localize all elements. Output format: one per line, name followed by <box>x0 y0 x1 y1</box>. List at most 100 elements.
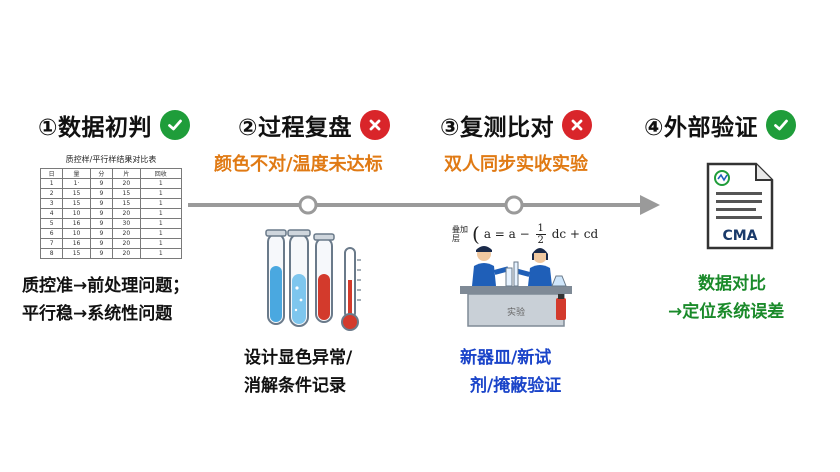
table-cell: 6 <box>39 228 64 239</box>
formula-label: 叠加 层 <box>452 225 468 243</box>
step-2-description: 设计显色异常/ 消解条件记录 <box>244 344 352 400</box>
step-1-description: 质控准→前处理问题； 平行稳→系统性问题 <box>22 272 189 328</box>
table-cell: 8 <box>39 248 64 259</box>
table-header-row: 日 量 分 片 回收 <box>39 168 183 179</box>
table-header: 量 <box>62 168 91 179</box>
table-cell: 1 <box>139 198 183 209</box>
table-header: 日 <box>39 168 64 179</box>
check-icon <box>765 110 796 140</box>
table-cell: 9 <box>89 178 114 189</box>
step-4-description: 数据对比 →定位系统误差 <box>668 270 784 326</box>
table-cell: 15 <box>112 198 141 209</box>
table-cell: 1 <box>139 188 183 199</box>
formula-lhs: a = a − <box>483 227 530 241</box>
table-cell: 9 <box>89 248 114 259</box>
desc-line: 数据对比 <box>698 274 766 294</box>
table-cell: 15 <box>112 188 141 199</box>
desc-line: 剂/掩蔽验证 <box>470 376 562 396</box>
cross-icon <box>561 110 592 140</box>
step-1-label: ①数据初判 <box>38 115 152 141</box>
formula-label-top: 叠加 <box>452 225 468 234</box>
table-cell: 9 <box>89 208 114 219</box>
table-header: 回收 <box>139 168 183 179</box>
desc-line: 消解条件记录 <box>244 376 346 396</box>
cma-label: CMA <box>722 228 757 244</box>
timeline-node-2 <box>298 195 318 215</box>
table-cell: 1 <box>139 218 183 229</box>
step-3-description: 新器皿/新试 剂/掩蔽验证 <box>460 344 561 400</box>
step-2-subtitle: 颜色不对/温度未达标 <box>214 154 383 175</box>
table-cell: 15 <box>62 188 91 199</box>
step-3-title: ③复测比对 <box>440 108 592 142</box>
table-cell: 2 <box>39 188 64 199</box>
cma-document-icon: CMA <box>706 162 774 250</box>
table-cell: 1 <box>39 178 64 189</box>
table-cell: 3 <box>39 198 64 209</box>
table-cell: 20 <box>112 248 141 259</box>
desc-line: →定位系统误差 <box>668 302 785 322</box>
timeline-arrowhead <box>640 195 660 215</box>
table-cell: 20 <box>112 228 141 239</box>
table-cell: 7 <box>39 238 64 249</box>
timeline-node-3 <box>504 195 524 215</box>
formula-fraction: 1 2 <box>535 222 546 246</box>
table-cell: 20 <box>112 208 141 219</box>
step-1-title: ①数据初判 <box>38 108 190 142</box>
formula-label-bottom: 层 <box>452 234 460 243</box>
step-3-subtitle: 双人同步实收实验 <box>444 154 588 175</box>
step-4-label: ④外部验证 <box>644 115 758 141</box>
table-cell: 15 <box>62 198 91 209</box>
table-cell: 9 <box>89 188 114 199</box>
table-cell: 1· <box>62 178 91 189</box>
table-cell: 15 <box>62 248 91 259</box>
desc-line: 平行稳→系统性问题 <box>22 304 173 324</box>
table-cell: 9 <box>89 218 114 229</box>
table-cell: 9 <box>89 198 114 209</box>
table-cell: 9 <box>89 228 114 239</box>
table-header: 分 <box>89 168 114 179</box>
test-tubes-thermometer-icon <box>265 229 361 331</box>
table-cell: 1 <box>139 208 183 219</box>
cross-icon <box>359 110 390 140</box>
two-scientists-lab-bench-icon: 实验 <box>460 246 572 327</box>
formula-denominator: 2 <box>537 234 544 246</box>
table-cell: 1 <box>139 178 183 189</box>
table-cell: 10 <box>62 228 91 239</box>
table-cell: 16 <box>62 238 91 249</box>
formula: 叠加 层 ( a = a − 1 2 dc + cd <box>452 222 598 246</box>
table-cell: 16 <box>62 218 91 229</box>
formula-paren: ( <box>472 222 480 246</box>
desc-line: 质控准→前处理问题； <box>22 276 190 296</box>
table-cell: 10 <box>62 208 91 219</box>
table-cell: 1 <box>139 248 183 259</box>
table-cell: 1 <box>139 228 183 239</box>
table-cell: 4 <box>39 208 64 219</box>
formula-numerator: 1 <box>537 222 544 234</box>
lab-bench-label: 实验 <box>507 306 525 318</box>
desc-line: 新器皿/新试 <box>460 348 552 368</box>
table-cell: 20 <box>112 238 141 249</box>
table-cell: 1 <box>139 238 183 249</box>
table-cell: 30 <box>112 218 141 229</box>
check-icon <box>159 110 190 140</box>
table-cell: 20 <box>112 178 141 189</box>
step-2-label: ②过程复盘 <box>238 115 352 141</box>
table-header: 片 <box>112 168 141 179</box>
step-3-label: ③复测比对 <box>440 115 554 141</box>
table-caption: 质控样/平行样结果对比表 <box>65 155 157 164</box>
table-cell: 9 <box>89 238 114 249</box>
step-4-title: ④外部验证 <box>644 108 796 142</box>
desc-line: 设计显色异常/ <box>244 348 353 368</box>
step-2-title: ②过程复盘 <box>238 108 390 142</box>
table-cell: 5 <box>39 218 64 229</box>
